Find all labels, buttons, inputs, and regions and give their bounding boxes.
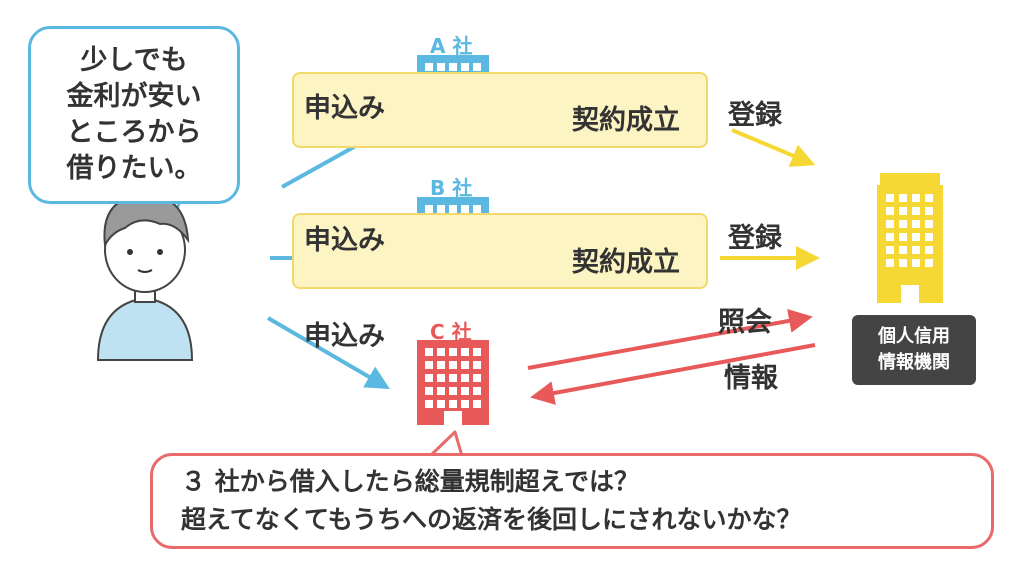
window bbox=[461, 205, 469, 213]
window bbox=[461, 387, 469, 395]
window bbox=[886, 246, 894, 254]
window bbox=[886, 194, 894, 202]
apply-label-a: 申込み bbox=[304, 93, 385, 124]
company-a-name: A 社 bbox=[430, 34, 473, 58]
window bbox=[886, 259, 894, 267]
window bbox=[473, 205, 481, 213]
c-bubble-line: ３ 社から借入したら総量規制超えでは？ bbox=[181, 467, 639, 496]
inquiry-arrow bbox=[527, 309, 813, 370]
window bbox=[437, 374, 445, 382]
window bbox=[425, 63, 433, 71]
window bbox=[425, 387, 433, 395]
window bbox=[886, 220, 894, 228]
window bbox=[899, 233, 907, 241]
person-illustration bbox=[96, 193, 194, 361]
company-b-row-box bbox=[292, 213, 708, 289]
window bbox=[473, 387, 481, 395]
window bbox=[912, 246, 920, 254]
window bbox=[425, 348, 433, 356]
window bbox=[437, 361, 445, 369]
window bbox=[912, 220, 920, 228]
window bbox=[899, 207, 907, 215]
window bbox=[886, 233, 894, 241]
apply-label-c: 申込み bbox=[304, 321, 385, 352]
window bbox=[899, 194, 907, 202]
user-speech-bubble: 少しでも 金利が安い ところから 借りたい。 bbox=[28, 26, 240, 204]
window bbox=[925, 246, 933, 254]
contract-label-a: 契約成立 bbox=[572, 105, 680, 136]
window bbox=[925, 233, 933, 241]
register-arrow-a bbox=[731, 128, 816, 167]
window bbox=[473, 400, 481, 408]
window bbox=[437, 348, 445, 356]
register-label-b: 登録 bbox=[728, 223, 782, 254]
bureau-line: 個人信用 bbox=[878, 326, 950, 347]
contract-label-b: 契約成立 bbox=[572, 247, 680, 278]
window bbox=[449, 361, 457, 369]
window bbox=[461, 361, 469, 369]
window bbox=[449, 63, 457, 71]
window bbox=[912, 194, 920, 202]
window bbox=[912, 259, 920, 267]
user-bubble-line: 借りたい。 bbox=[66, 153, 202, 184]
window bbox=[461, 348, 469, 356]
window bbox=[437, 63, 445, 71]
window bbox=[449, 374, 457, 382]
window bbox=[899, 220, 907, 228]
window bbox=[912, 207, 920, 215]
apply-label-b: 申込み bbox=[304, 225, 385, 256]
window bbox=[425, 361, 433, 369]
window bbox=[912, 233, 920, 241]
register-label-a: 登録 bbox=[728, 100, 782, 131]
window bbox=[449, 400, 457, 408]
window bbox=[425, 205, 433, 213]
window bbox=[461, 63, 469, 71]
bureau-building-icon bbox=[877, 173, 943, 303]
window bbox=[461, 400, 469, 408]
window bbox=[461, 374, 469, 382]
user-bubble-line: 金利が安い bbox=[66, 81, 202, 112]
company-a-row-box bbox=[292, 72, 708, 148]
bureau-line: 情報機関 bbox=[878, 352, 950, 373]
info-label: 情報 bbox=[724, 363, 778, 394]
window bbox=[925, 220, 933, 228]
window bbox=[886, 207, 894, 215]
credit-bureau-label: 個人信用 情報機関 bbox=[852, 315, 976, 385]
window bbox=[473, 63, 481, 71]
inquiry-label: 照会 bbox=[718, 307, 772, 338]
window bbox=[425, 400, 433, 408]
window bbox=[899, 246, 907, 254]
window bbox=[425, 374, 433, 382]
window bbox=[437, 387, 445, 395]
window bbox=[925, 194, 933, 202]
c-bubble-line: 超えてなくてもうちへの返済を後回しにされないかな？ bbox=[181, 505, 802, 534]
window bbox=[899, 259, 907, 267]
company-c-speech-bubble: ３ 社から借入したら総量規制超えでは？ 超えてなくてもうちへの返済を後回しにされ… bbox=[150, 453, 994, 549]
window bbox=[449, 348, 457, 356]
door bbox=[444, 411, 462, 425]
user-bubble-line: ところから bbox=[66, 117, 202, 148]
window bbox=[473, 348, 481, 356]
company-c-name: C 社 bbox=[430, 320, 472, 344]
window bbox=[925, 207, 933, 215]
window bbox=[437, 400, 445, 408]
company-b-name: B 社 bbox=[430, 176, 473, 200]
window bbox=[449, 387, 457, 395]
window bbox=[449, 205, 457, 213]
user-bubble-line: 少しでも bbox=[80, 45, 188, 76]
window bbox=[473, 374, 481, 382]
window bbox=[473, 361, 481, 369]
door bbox=[901, 285, 919, 303]
window bbox=[437, 205, 445, 213]
window bbox=[925, 259, 933, 267]
info-arrow bbox=[530, 343, 816, 405]
apply-arrow-c bbox=[266, 316, 390, 390]
